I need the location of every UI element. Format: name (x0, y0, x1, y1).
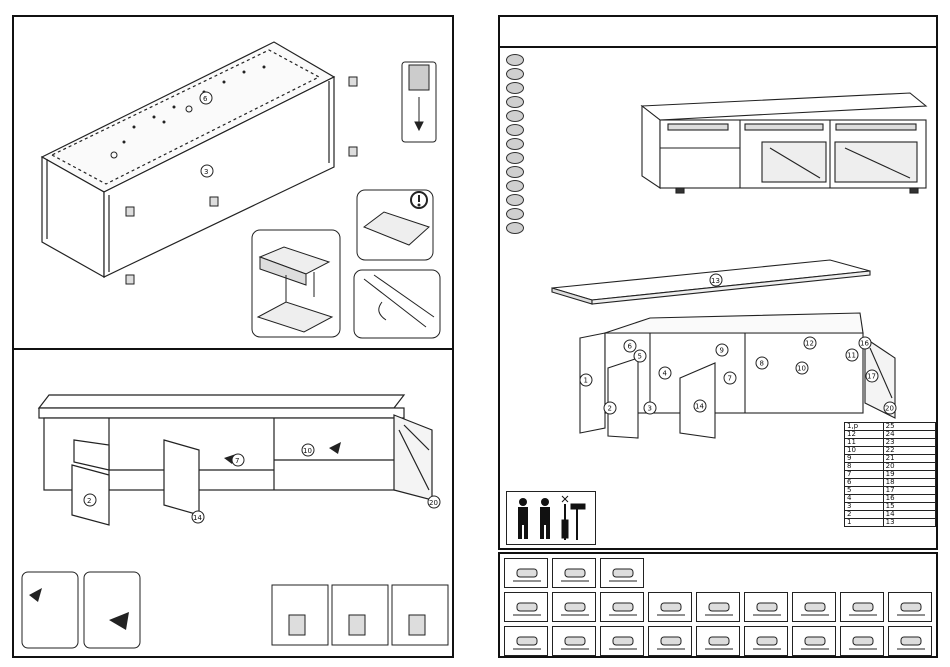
callout-3: 3 (648, 405, 652, 413)
hardware-bracket-icon (552, 558, 596, 588)
hardware-hinge-plate-icon (648, 626, 692, 656)
hardware-pad-icon (792, 592, 836, 622)
hardware-screw-icon (552, 592, 596, 622)
callout-17: 17 (867, 373, 876, 381)
callout-3: 3 (204, 168, 208, 176)
callout-20: 20 (429, 499, 438, 507)
hardware-bolt-icon (792, 626, 836, 656)
hardware-cap-icon (696, 626, 740, 656)
hardware-clip-icon (840, 626, 884, 656)
hardware-dowel-icon (504, 558, 548, 588)
callout-13: 13 (711, 277, 720, 285)
callout-2: 2 (87, 497, 91, 505)
hardware-dowel-icon (696, 592, 740, 622)
legend-left-cell: 1 (845, 519, 884, 527)
hardware-connector-icon (840, 592, 884, 622)
screwdriver-hammer-icon (562, 496, 585, 540)
two-person-tools-pictogram (506, 491, 596, 545)
callout-14: 14 (695, 403, 704, 411)
callout-14: 14 (193, 514, 202, 522)
step-panel-doors: 7 10 2 14 20 (12, 348, 454, 658)
callout-5: 5 (638, 353, 642, 361)
callout-6: 6 (628, 343, 633, 351)
hardware-leg-adjuster-icon (648, 592, 692, 622)
hardware-washer-icon (744, 592, 788, 622)
hardware-cam-lock-icon (600, 626, 644, 656)
callout-6: 6 (203, 95, 208, 103)
hardware-panel (498, 552, 938, 658)
door-assembly-drawing: 7 10 2 14 20 (14, 350, 452, 656)
callout-8: 8 (760, 360, 764, 368)
hardware-nail-icon (888, 592, 932, 622)
carcass-assembly-drawing: 6 3 (14, 17, 452, 348)
callout-10: 10 (797, 365, 806, 373)
callout-1: 1 (584, 377, 588, 385)
hardware-hinge-icon (600, 558, 644, 588)
callout-7: 7 (235, 457, 239, 465)
header-strip (498, 15, 938, 48)
callout-16: 16 (860, 340, 869, 348)
hardware-cam-icon (744, 626, 788, 656)
hardware-knob-icon (504, 592, 548, 622)
callout-9: 9 (720, 347, 724, 355)
callout-12: 12 (805, 340, 814, 348)
legend-right-cell: 13 (883, 519, 935, 527)
callout-20: 20 (885, 405, 894, 413)
hardware-screw-icon (504, 626, 548, 656)
callout-10: 10 (303, 447, 312, 455)
callout-11: 11 (847, 352, 856, 360)
callout-7: 7 (728, 375, 732, 383)
callout-4: 4 (663, 370, 668, 378)
callout-2: 2 (608, 405, 612, 413)
step-panel-carcass: 6 3 (12, 15, 454, 350)
hardware-rail-icon (600, 592, 644, 622)
hardware-screw-icon (552, 626, 596, 656)
hardware-bolt-icon (888, 626, 932, 656)
two-person-icon (507, 492, 595, 544)
